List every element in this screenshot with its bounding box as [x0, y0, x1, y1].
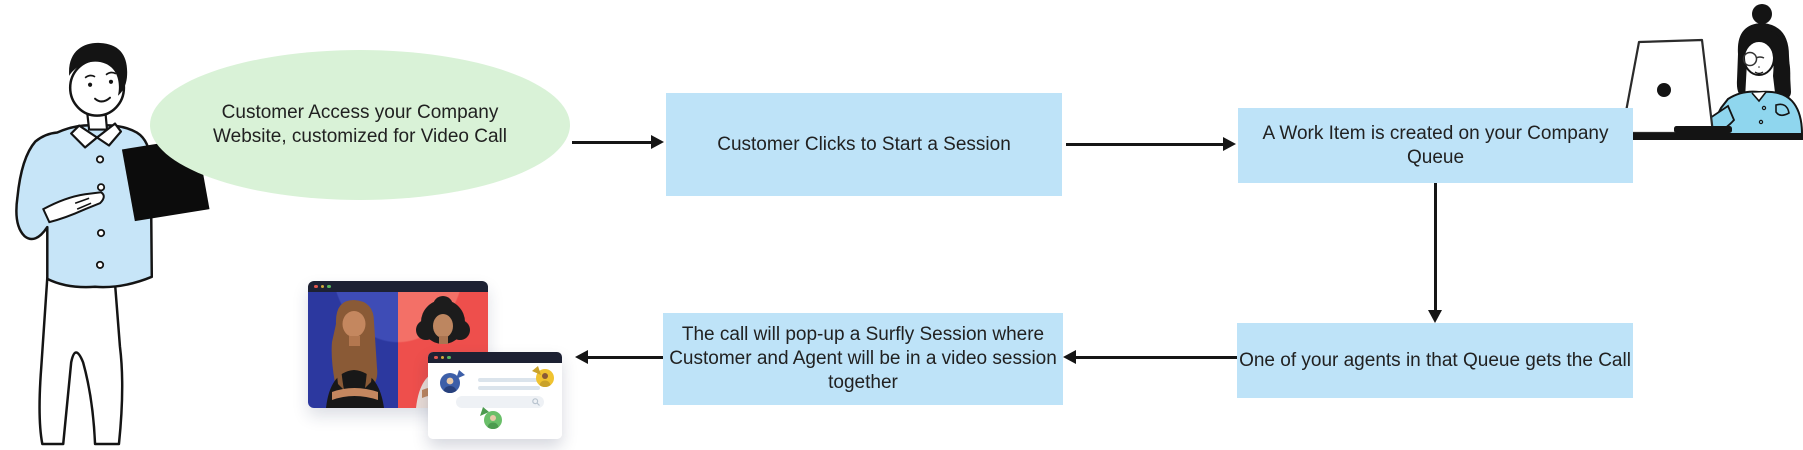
cursor-icon [480, 407, 489, 416]
flow-node-agent-gets-call-label: One of your agents in that Queue gets th… [1239, 349, 1631, 371]
window-minimize-icon [440, 355, 444, 360]
person-with-laptop-illustration [15, 42, 210, 446]
arrow-start-to-click [572, 141, 652, 144]
flow-node-surfly-popup: The call will pop-up a Surfly Session wh… [663, 313, 1063, 405]
arrow-head-left-icon [575, 350, 588, 364]
browser-title-bar [428, 352, 562, 363]
text-placeholder-line [478, 378, 540, 382]
cursor-icon [456, 370, 465, 379]
arrow-agent-to-popup [1075, 356, 1237, 359]
window-zoom-icon [327, 284, 331, 289]
cursor-icon [532, 366, 541, 375]
arrow-head-right-icon [651, 135, 664, 149]
arrow-workitem-to-agent [1434, 183, 1437, 311]
flow-node-surfly-popup-label: The call will pop-up a Surfly Session wh… [669, 324, 1057, 393]
arrow-head-right-icon [1223, 137, 1236, 151]
flow-node-start: Customer Access your Company Website, cu… [150, 50, 570, 200]
text-placeholder-line [478, 386, 540, 390]
flow-node-click-session-label: Customer Clicks to Start a Session [717, 133, 1011, 155]
cobrowsing-browser-window [428, 352, 562, 439]
participant-silhouette [326, 300, 384, 408]
flow-node-agent-gets-call: One of your agents in that Queue gets th… [1237, 323, 1633, 398]
search-bar-placeholder [456, 396, 544, 408]
search-icon [532, 398, 540, 406]
flow-node-click-session: Customer Clicks to Start a Session [666, 93, 1062, 196]
video-participant-left [308, 292, 398, 408]
window-close-icon [434, 355, 438, 360]
window-close-icon [314, 284, 318, 289]
flow-node-work-item: A Work Item is created on your Company Q… [1238, 108, 1633, 183]
arrow-head-down-icon [1428, 310, 1442, 323]
window-minimize-icon [320, 284, 324, 289]
cobrowsing-page-content [428, 363, 562, 439]
arrow-popup-to-video-mockup [587, 356, 663, 359]
flow-node-work-item-label: A Work Item is created on your Company Q… [1262, 122, 1609, 168]
participant-avatar [440, 373, 460, 393]
browser-title-bar [308, 281, 488, 292]
arrow-click-to-workitem [1066, 143, 1224, 146]
participant-avatar [484, 411, 502, 429]
arrow-head-left-icon [1063, 350, 1076, 364]
flow-node-start-label: Customer Access your Company Website, cu… [213, 102, 507, 147]
window-zoom-icon [447, 355, 451, 360]
person-at-desk-illustration [1620, 4, 1803, 140]
